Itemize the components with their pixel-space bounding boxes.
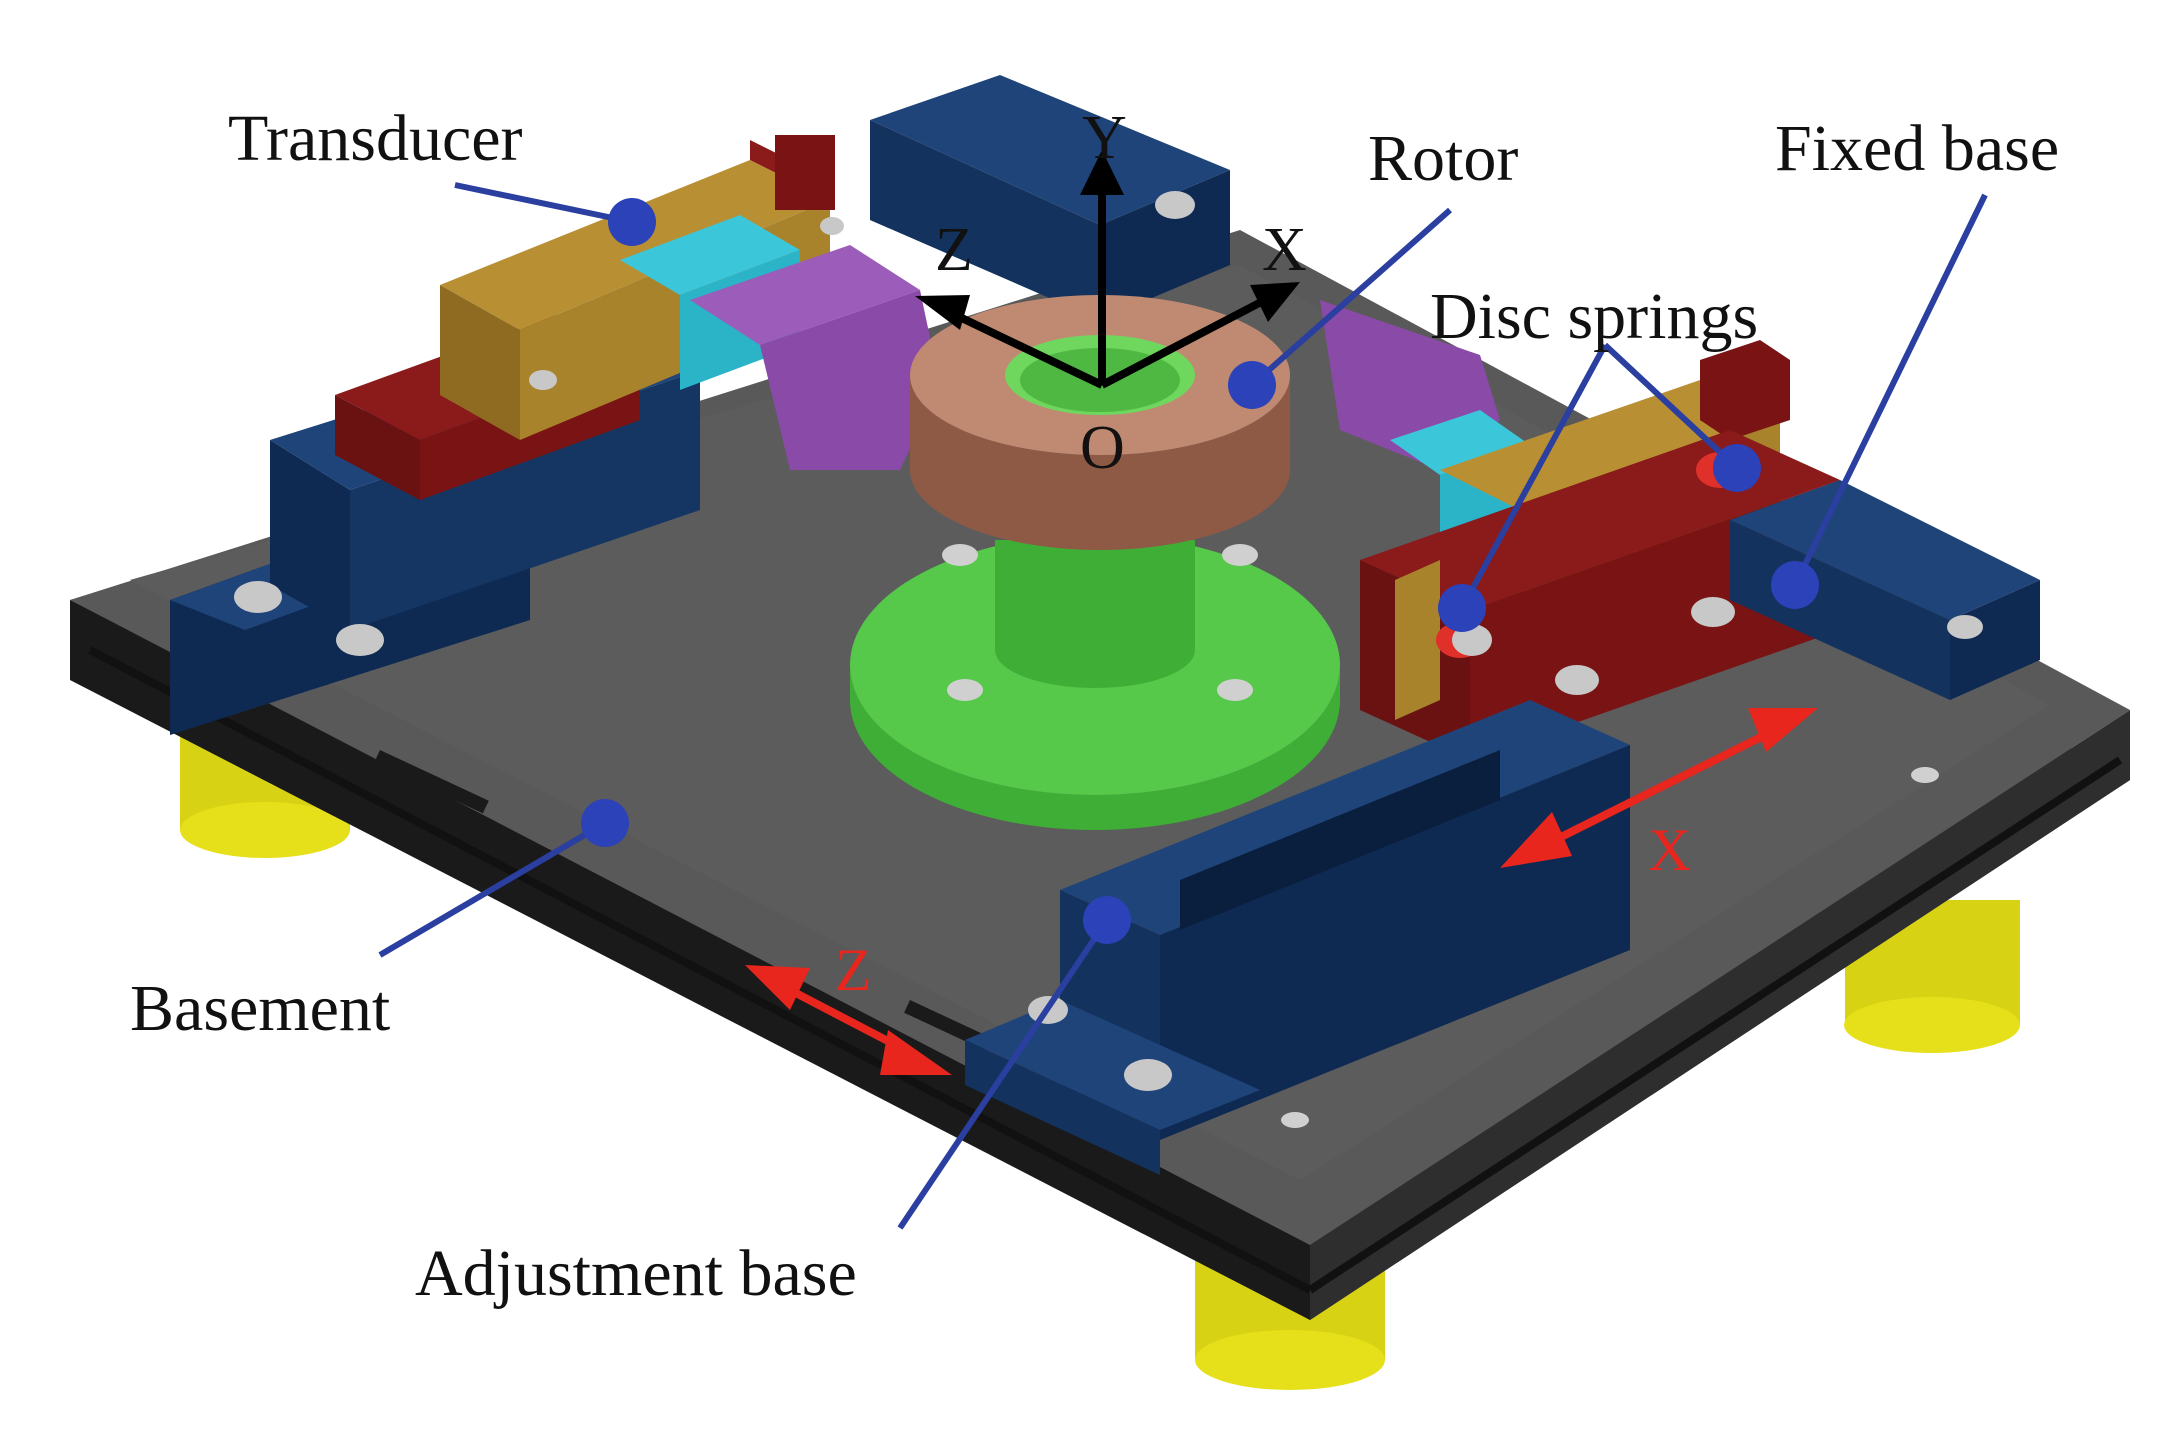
axis-labels: Y Z X O: [935, 104, 1307, 482]
label-basement: Basement: [130, 972, 390, 1045]
direction-arrows: [745, 708, 1818, 1075]
leader-disc-springs-a: [1459, 343, 1608, 610]
axis-label-z: Z: [935, 216, 973, 284]
leader-rotor: [1250, 207, 1452, 388]
direction-label-z: Z: [835, 937, 872, 1003]
foot-right: [1844, 900, 2020, 1053]
front-adjustment-base: [965, 700, 1630, 1175]
leader-basement: [378, 820, 607, 958]
leader-disc-springs-b: [1602, 342, 1740, 471]
left-transducer: [335, 135, 940, 500]
axis-label-x: X: [1262, 216, 1307, 284]
dot-transducer: [608, 198, 656, 246]
axis-label-origin: O: [1080, 414, 1125, 482]
leader-transducer: [454, 182, 633, 225]
leader-lines: [378, 182, 1988, 1230]
direction-labels: X Z: [835, 817, 1691, 1003]
dot-adjustment-base: [1083, 896, 1131, 944]
dot-fixed-base: [1771, 561, 1819, 609]
label-disc-springs: Disc springs: [1430, 280, 1758, 353]
dot-disc-springs-b: [1713, 444, 1761, 492]
label-rotor: Rotor: [1368, 122, 1518, 195]
callout-labels: Transducer Rotor Fixed base Disc springs…: [130, 102, 2059, 1310]
leader-adjustment-base: [897, 918, 1110, 1230]
axis-label-y: Y: [1082, 104, 1127, 172]
leader-dots: [581, 198, 1819, 944]
dot-disc-springs-a: [1438, 584, 1486, 632]
support-feet: [180, 730, 2020, 1390]
label-adjustment-base: Adjustment base: [415, 1237, 857, 1310]
dot-rotor: [1228, 361, 1276, 409]
label-fixed-base: Fixed base: [1775, 112, 2059, 185]
leader-fixed-base: [1792, 193, 1988, 587]
coordinate-axes: [915, 150, 1300, 389]
direction-label-x: X: [1648, 817, 1691, 883]
dot-basement: [581, 799, 629, 847]
label-transducer: Transducer: [228, 102, 523, 175]
